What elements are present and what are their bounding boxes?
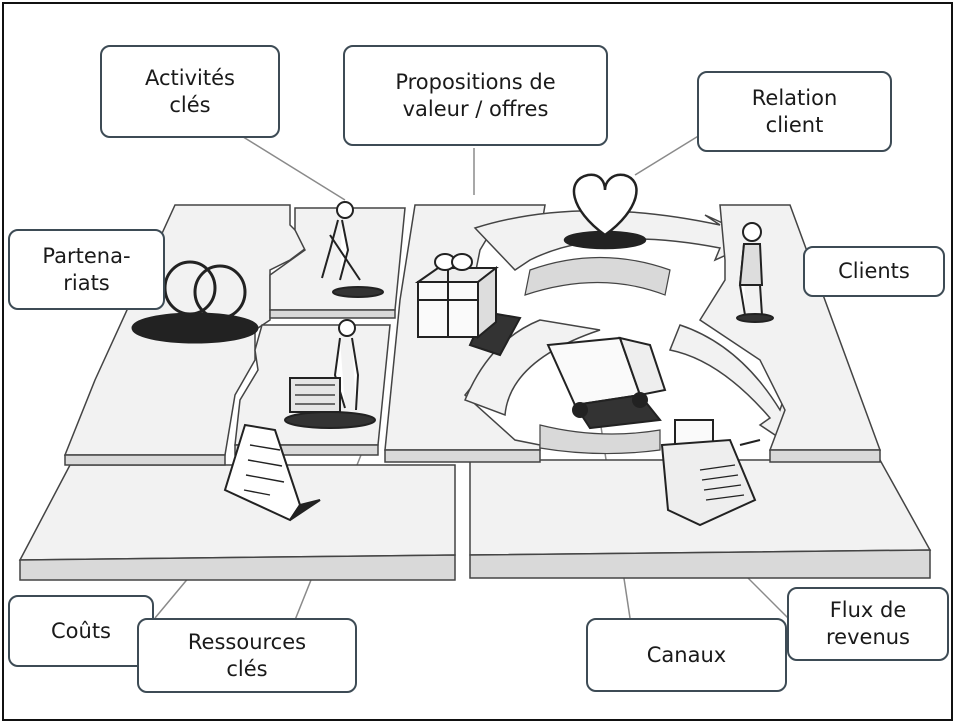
delivery-truck-icon xyxy=(546,336,667,430)
value-proposition-label-line1: Propositions de xyxy=(395,69,556,94)
channels-label[interactable]: Canaux xyxy=(586,618,787,692)
customer-relationship-label-line1: Relation xyxy=(751,85,838,110)
partnerships-label[interactable]: Partena- riats xyxy=(8,229,165,310)
customers-label[interactable]: Clients xyxy=(803,246,945,297)
costs-label[interactable]: Coûts xyxy=(8,595,154,667)
revenue-streams-label[interactable]: Flux de revenus xyxy=(787,587,949,661)
key-activities-block xyxy=(269,207,406,319)
key-activities-label-line1: Activités xyxy=(145,65,235,90)
revenue-streams-label-line1: Flux de xyxy=(829,598,907,622)
costs-label-line1: Coûts xyxy=(51,618,111,643)
channels-arc xyxy=(464,210,791,455)
key-activities-label-line2: clés xyxy=(169,92,211,117)
customers-label-line1: Clients xyxy=(838,259,910,283)
key-resources-label-line2: clés xyxy=(226,656,268,681)
partnerships-label-line1: Partena- xyxy=(42,243,131,268)
key-activities-label[interactable]: Activités clés xyxy=(100,45,280,138)
heart-icon xyxy=(563,173,647,250)
cash-register-icon xyxy=(660,419,761,527)
key-resources-label-line1: Ressources xyxy=(187,629,307,654)
invoice-paper-icon xyxy=(223,423,321,522)
cost-block xyxy=(18,464,456,581)
worker-building-icon xyxy=(284,319,376,429)
partnerships-label-line2: riats xyxy=(63,270,110,295)
worker-digging-icon xyxy=(321,201,384,298)
channels-label-line1: Canaux xyxy=(646,642,727,667)
standing-person-icon xyxy=(736,222,774,323)
customer-relationship-label[interactable]: Relation client xyxy=(697,71,892,152)
key-resources-label[interactable]: Ressources clés xyxy=(137,618,357,693)
revenue-streams-label-line2: revenus xyxy=(826,625,910,649)
customer-relationship-label-line2: client xyxy=(765,112,824,137)
handshake-rings-icon xyxy=(131,260,259,344)
value-proposition-label-line2: valeur / offres xyxy=(402,96,549,121)
gift-box-icon xyxy=(414,253,522,357)
value-proposition-label[interactable]: Propositions de valeur / offres xyxy=(343,45,608,146)
customers-block xyxy=(698,204,882,463)
